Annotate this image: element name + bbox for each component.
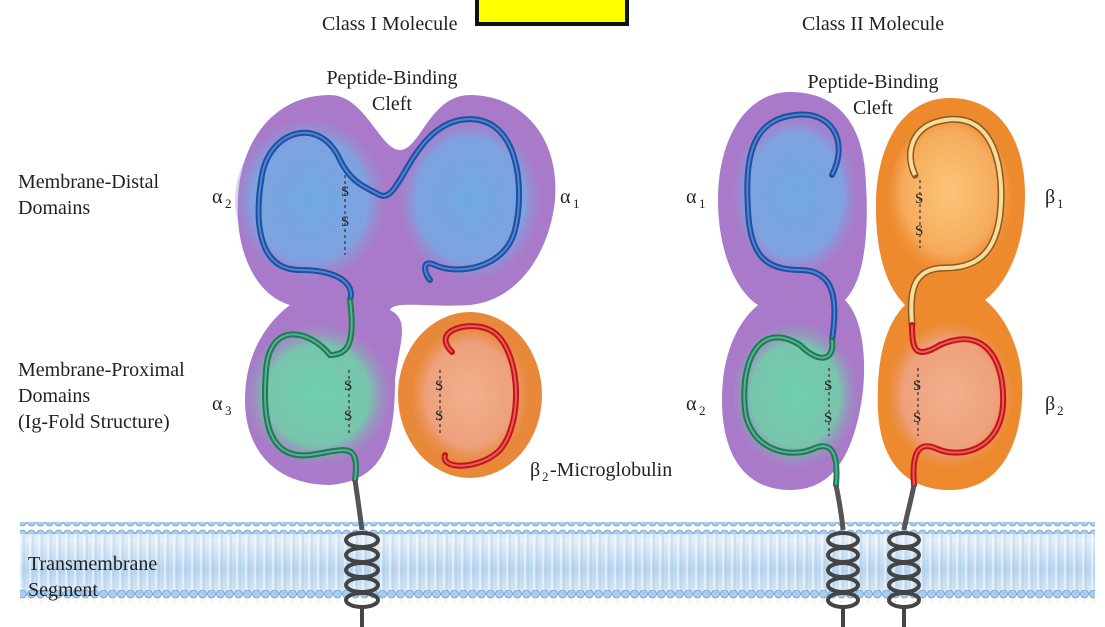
label-class-i-alpha2: α 2 [212,186,232,211]
membrane-proximal-label: (Ig-Fold Structure) [18,411,170,433]
disulfide-s: S [913,378,921,394]
class-ii-beta-transmembrane-helix [889,533,919,627]
svg-text:α: α [560,186,571,208]
disulfide-s: S [344,408,352,424]
svg-text:2: 2 [699,403,706,418]
svg-text:2: 2 [542,469,549,484]
label-class-ii-beta2: β 2 [1045,393,1064,418]
membrane-distal-label: Membrane-Distal [18,171,160,193]
label-class-ii-alpha1: α 1 [686,186,706,211]
class-ii-beta2-core [888,323,1012,467]
disulfide-s: S [913,410,921,426]
svg-text:1: 1 [1057,196,1064,211]
svg-text:1: 1 [573,196,580,211]
label-class-ii-alpha2: α 2 [686,393,706,418]
disulfide-s: S [435,378,443,394]
disulfide-s: S [341,214,349,230]
svg-text:α: α [686,393,697,415]
svg-text:β: β [1045,393,1055,415]
svg-text:1: 1 [699,196,706,211]
label-class-ii-beta1: β 1 [1045,186,1064,211]
disulfide-s: S [915,223,923,239]
class-i-cleft-label: Cleft [372,93,412,115]
disulfide-s: S [824,410,832,426]
svg-text:-Microglobulin: -Microglobulin [550,459,672,481]
class-i-title: Class I Molecule [322,13,458,35]
disulfide-s: S [344,378,352,394]
disulfide-s: S [915,191,923,207]
membrane-proximal-label: Membrane-Proximal [18,359,185,381]
class-ii-alpha-transmembrane-helix [828,533,858,627]
highlight-box [477,0,627,24]
svg-text:α: α [686,186,697,208]
disulfide-s: S [435,408,443,424]
label-beta2-microglobulin: β 2 -Microglobulin [530,459,672,484]
transmembrane-label: Transmembrane [28,553,157,575]
class-i-cleft-label: Peptide-Binding [326,67,457,89]
label-class-i-alpha3: α 3 [212,393,232,418]
beta2-microglobulin: S S [398,312,542,478]
svg-text:α: α [212,393,223,415]
transmembrane-label: Segment [28,579,98,601]
membrane-proximal-label: Domains [18,385,90,407]
class-ii-cleft-label: Cleft [853,97,893,119]
class-i-transmembrane-helix [346,533,378,627]
disulfide-s: S [824,378,832,394]
class-ii-title: Class II Molecule [802,13,944,35]
disulfide-s: S [341,184,349,200]
class-ii-cleft-label: Peptide-Binding [807,71,938,93]
membrane-distal-label: Domains [18,197,90,219]
svg-text:β: β [1045,186,1055,208]
svg-text:2: 2 [225,196,232,211]
svg-text:α: α [212,186,223,208]
cell-membrane [20,522,1095,602]
svg-text:2: 2 [1057,403,1064,418]
svg-text:β: β [530,459,540,481]
label-class-i-alpha1: α 1 [560,186,580,211]
svg-text:3: 3 [225,403,232,418]
